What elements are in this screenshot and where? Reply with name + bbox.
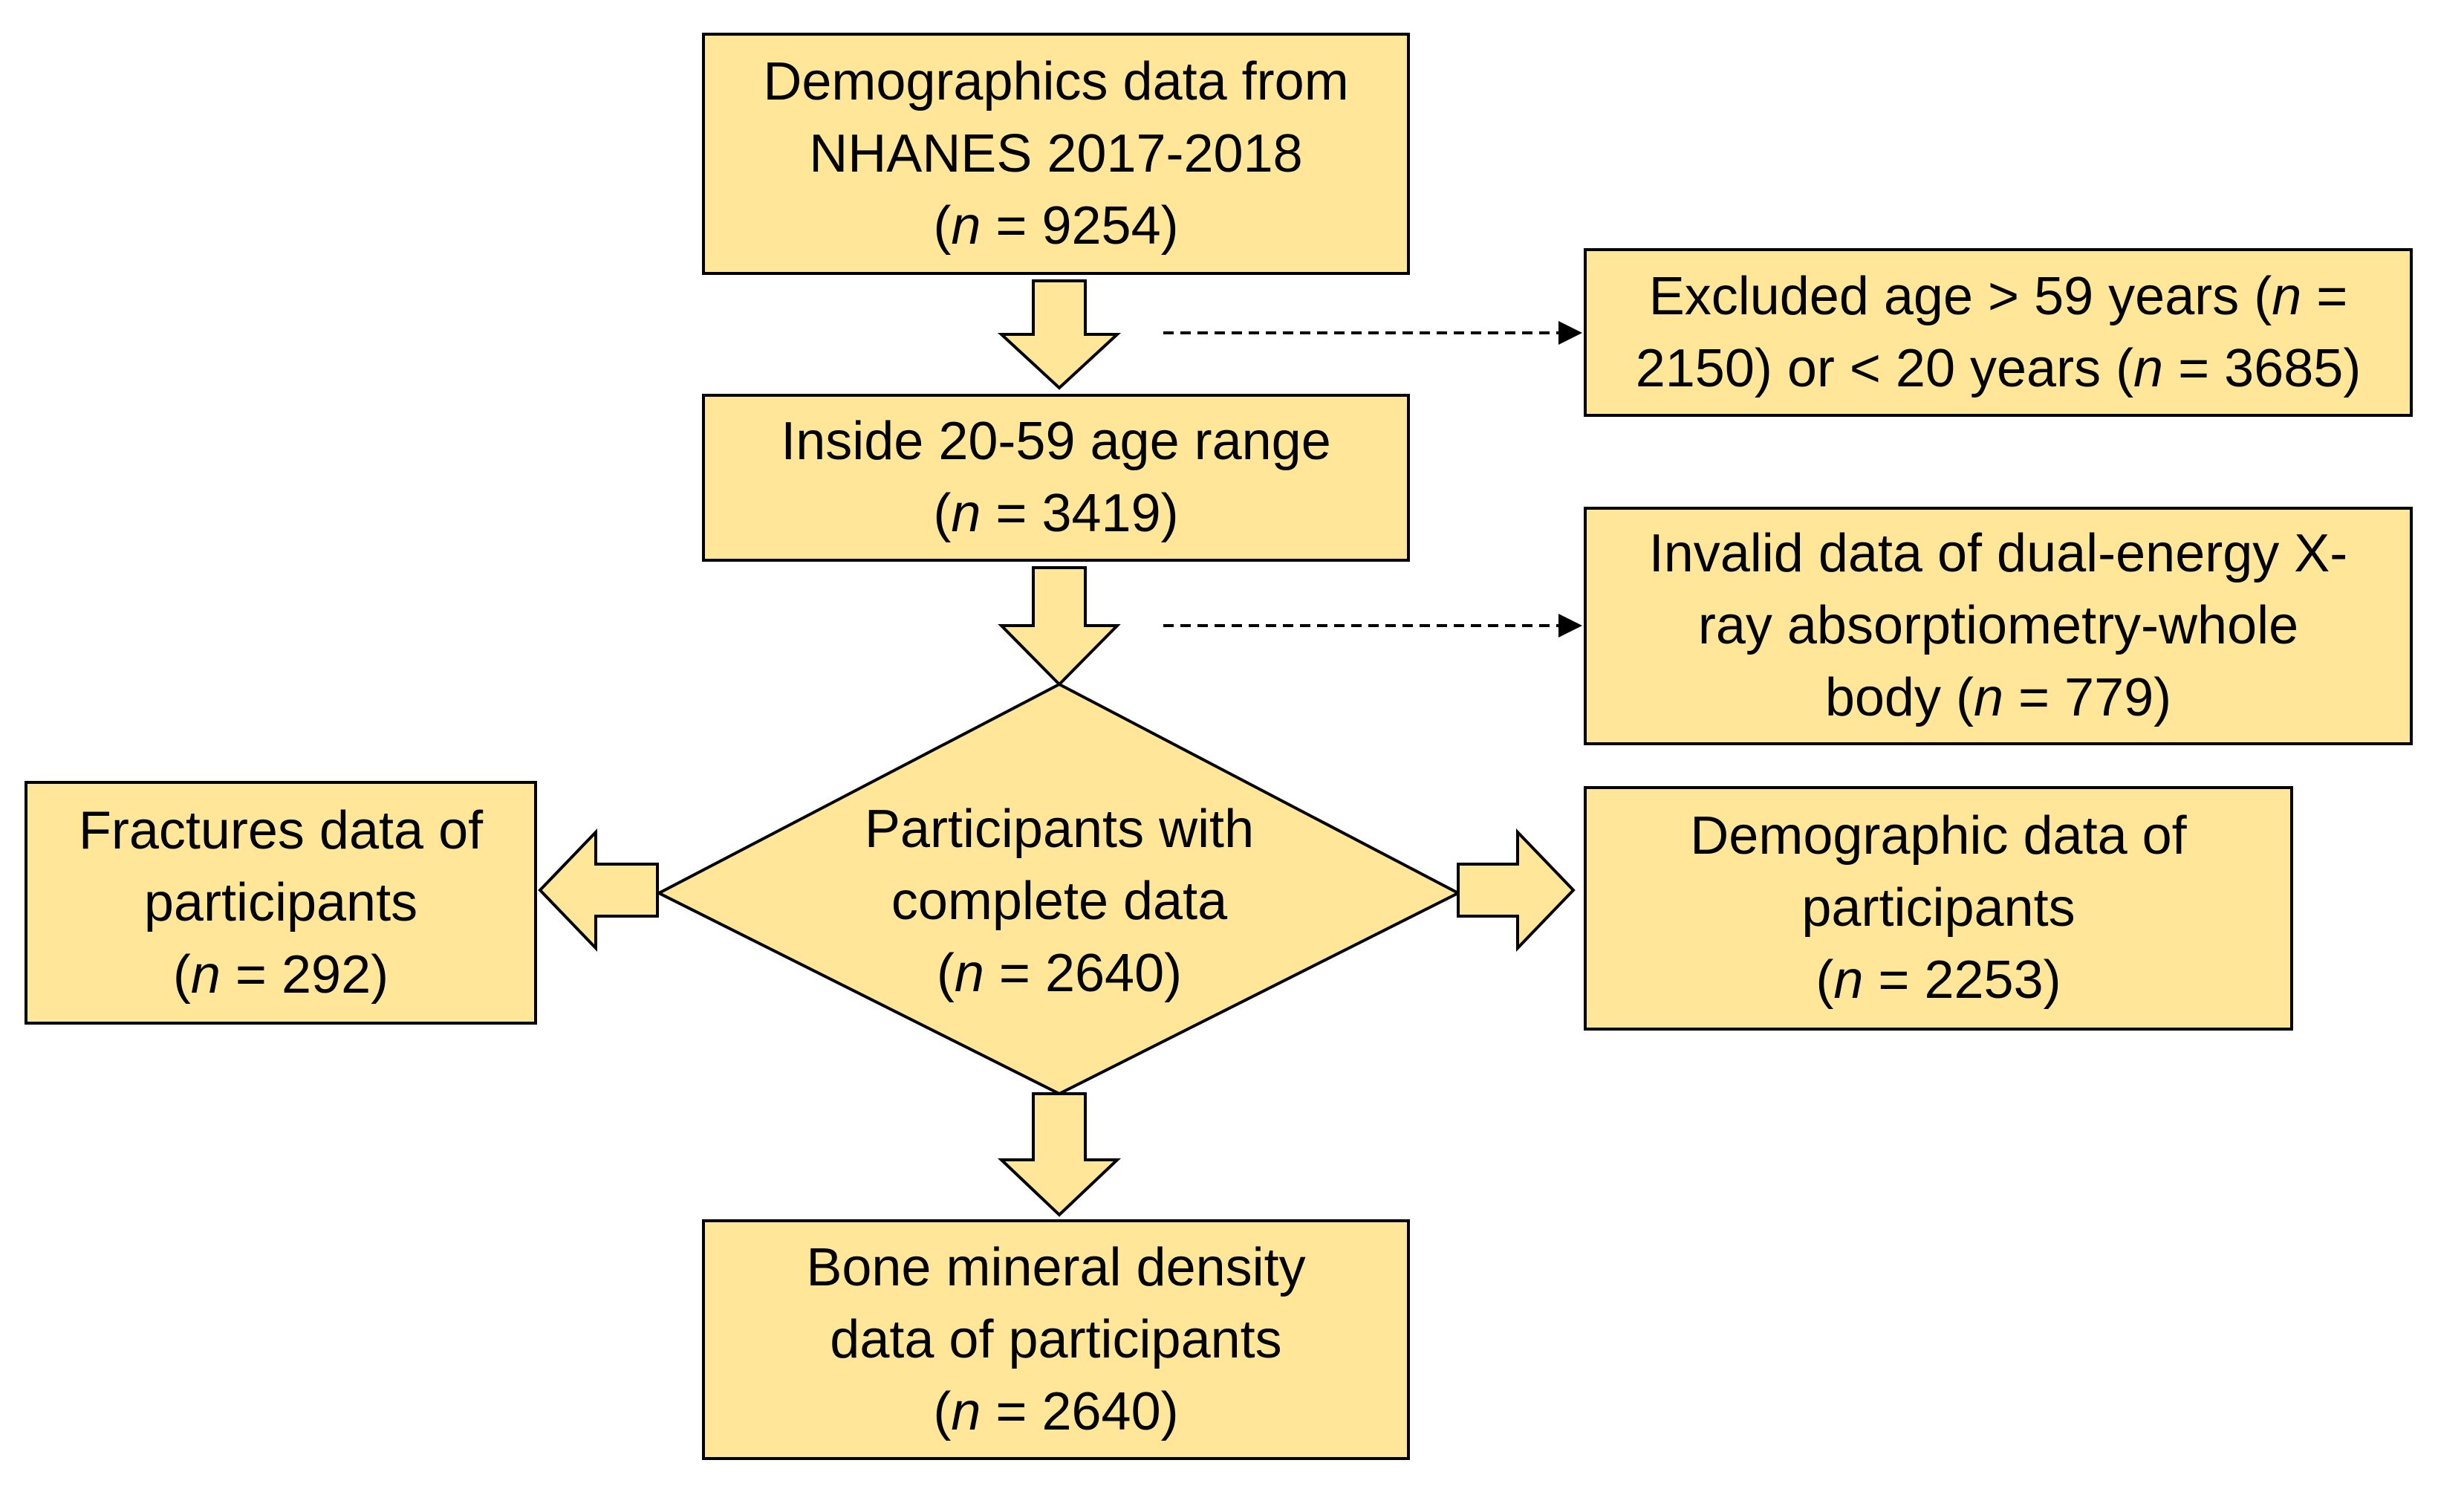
down-arrow-2 [998, 566, 1121, 687]
demographics-line-2: NHANES 2017-2018 [809, 123, 1303, 184]
invalid-dxa-line-3: body (n = 779) [1824, 668, 2172, 727]
demographic-participants-box: Demographic data of participants (n = 22… [1584, 786, 2293, 1031]
demographics-count: (n = 9254) [933, 195, 1179, 256]
fractures-box: Fractures data of participants (n = 292) [25, 781, 537, 1025]
fractures-line-1: Fractures data of [78, 800, 484, 860]
bmd-line-1: Bone mineral density [806, 1237, 1306, 1297]
bmd-line-2: data of participants [830, 1309, 1282, 1369]
age-range-box: Inside 20-59 age range (n = 3419) [702, 394, 1410, 562]
age-range-count: (n = 3419) [933, 484, 1179, 543]
bmd-count: (n = 2640) [933, 1381, 1179, 1441]
age-range-line-1: Inside 20-59 age range [781, 412, 1331, 471]
complete-line-1: Participants with [864, 799, 1255, 859]
invalid-dxa-line-2: ray absorptiometry-whole [1697, 596, 2299, 655]
excluded-age-box: Excluded age > 59 years (n = 2150) or < … [1584, 248, 2413, 417]
fractures-count: (n = 292) [172, 944, 389, 1005]
excluded-age-line-1: Excluded age > 59 years (n = [1648, 266, 2348, 326]
left-arrow [538, 828, 659, 952]
complete-count: (n = 2640) [936, 943, 1183, 1003]
fractures-line-2: participants [143, 872, 418, 932]
demographic-participants-line-2: participants [1801, 878, 2075, 938]
complete-line-2: complete data [891, 871, 1228, 931]
invalid-dxa-line-1: Invalid data of dual-energy X- [1648, 524, 2348, 583]
demographic-participants-count: (n = 2253) [1816, 950, 2061, 1010]
demographic-participants-line-1: Demographic data of [1690, 806, 2187, 866]
right-arrow [1457, 828, 1576, 952]
demographics-line-1: Demographics data from [763, 51, 1349, 111]
down-arrow-1 [997, 279, 1122, 390]
complete-data-label: Participants with complete data (n = 264… [807, 782, 1312, 1020]
invalid-dxa-box: Invalid data of dual-energy X- ray absor… [1584, 507, 2413, 745]
demographics-box: Demographics data from NHANES 2017-2018 … [702, 33, 1410, 275]
down-arrow-3 [997, 1092, 1122, 1217]
bmd-box: Bone mineral density data of participant… [702, 1219, 1410, 1460]
excluded-age-line-2: 2150) or < 20 years (n = 3685) [1635, 338, 2361, 398]
